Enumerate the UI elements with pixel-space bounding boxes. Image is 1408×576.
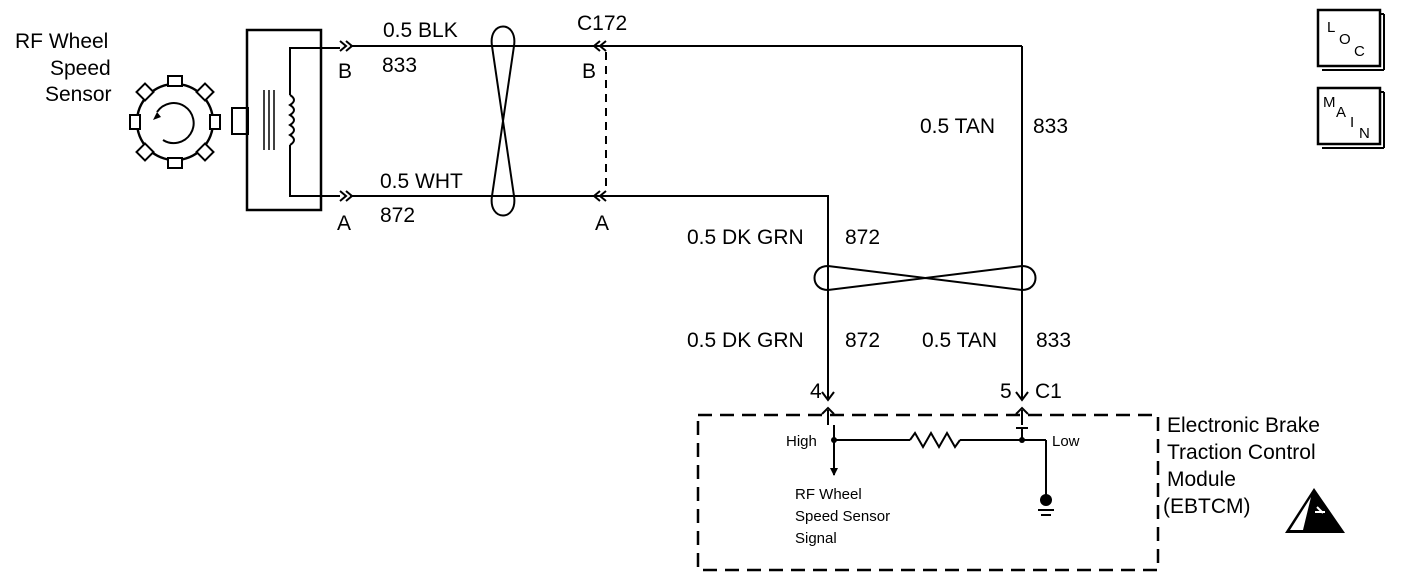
wire-blk-833: 0.5 BLK 833 B B C172 [338,12,1022,83]
svg-text:833: 833 [1033,115,1068,138]
module-connector-c1: 4 5 C1 [810,380,1062,403]
svg-text:M: M [1323,94,1336,111]
main-icon[interactable]: M A I N [1316,86,1385,149]
wire-color-label: 0.5 WHT [380,170,463,193]
svg-text:I: I [1350,114,1354,131]
svg-text:O: O [1339,31,1351,48]
svg-text:(EBTCM): (EBTCM) [1163,495,1251,518]
svg-text:N: N [1359,125,1370,142]
module-name: Electronic Brake Traction Control Module… [1163,414,1320,518]
svg-text:RF Wheel: RF Wheel [15,30,108,53]
tone-wheel-icon [129,75,221,169]
twisted-pair-sensor [490,25,516,217]
sensor-label: RF Wheel Speed Sensor [15,30,112,106]
high-label: High [786,433,817,450]
svg-text:0.5 TAN: 0.5 TAN [922,329,997,352]
sensor-terminal-a: A [337,212,351,235]
wire-color-label: 0.5 BLK [383,19,458,42]
svg-text:C: C [1354,43,1365,60]
svg-text:Electronic Brake: Electronic Brake [1167,414,1320,437]
svg-text:Module: Module [1167,468,1236,491]
svg-text:0.5 DK GRN: 0.5 DK GRN [687,329,804,352]
svg-text:0.5 DK GRN: 0.5 DK GRN [687,226,804,249]
svg-text:872: 872 [845,226,880,249]
svg-text:L: L [1327,19,1335,36]
circuit-number-label: 833 [382,54,417,77]
loc-icon[interactable]: L O C [1316,8,1385,71]
signal-label-line3: Signal [795,530,837,547]
connector-terminal-a: A [595,212,609,235]
svg-text:872: 872 [845,329,880,352]
pin-5-label: 5 [1000,380,1012,403]
resistor-icon [909,430,961,450]
wire-labels: 0.5 TAN 833 0.5 DK GRN 872 0.5 DK GRN 87… [687,115,1071,352]
connector-id-label: C172 [577,12,627,35]
svg-text:A: A [1336,104,1346,121]
ebtcm-module-box [696,413,1160,572]
esd-warning-icon [1285,488,1345,533]
svg-text:Traction Control: Traction Control [1167,441,1316,464]
wire-wht-872: 0.5 WHT 872 A A [337,170,829,398]
svg-text:0.5 TAN: 0.5 TAN [920,115,995,138]
connector-c1-label: C1 [1035,380,1062,403]
signal-label-line2: Speed Sensor [795,508,890,525]
sensor-terminal-b: B [338,60,352,83]
sensor-coil-icon [231,28,340,212]
svg-text:Sensor: Sensor [45,83,112,106]
pin-4-label: 4 [810,380,822,403]
twisted-pair-module [813,264,1037,292]
svg-text:Speed: Speed [50,57,111,80]
signal-label-line1: RF Wheel [795,486,862,503]
svg-text:833: 833 [1036,329,1071,352]
connector-terminal-b: B [582,60,596,83]
low-label: Low [1052,433,1080,450]
ground-icon [1038,494,1054,516]
circuit-number-label: 872 [380,204,415,227]
module-internals: High Low RF Wheel Speed Sensor Signal [786,406,1080,547]
